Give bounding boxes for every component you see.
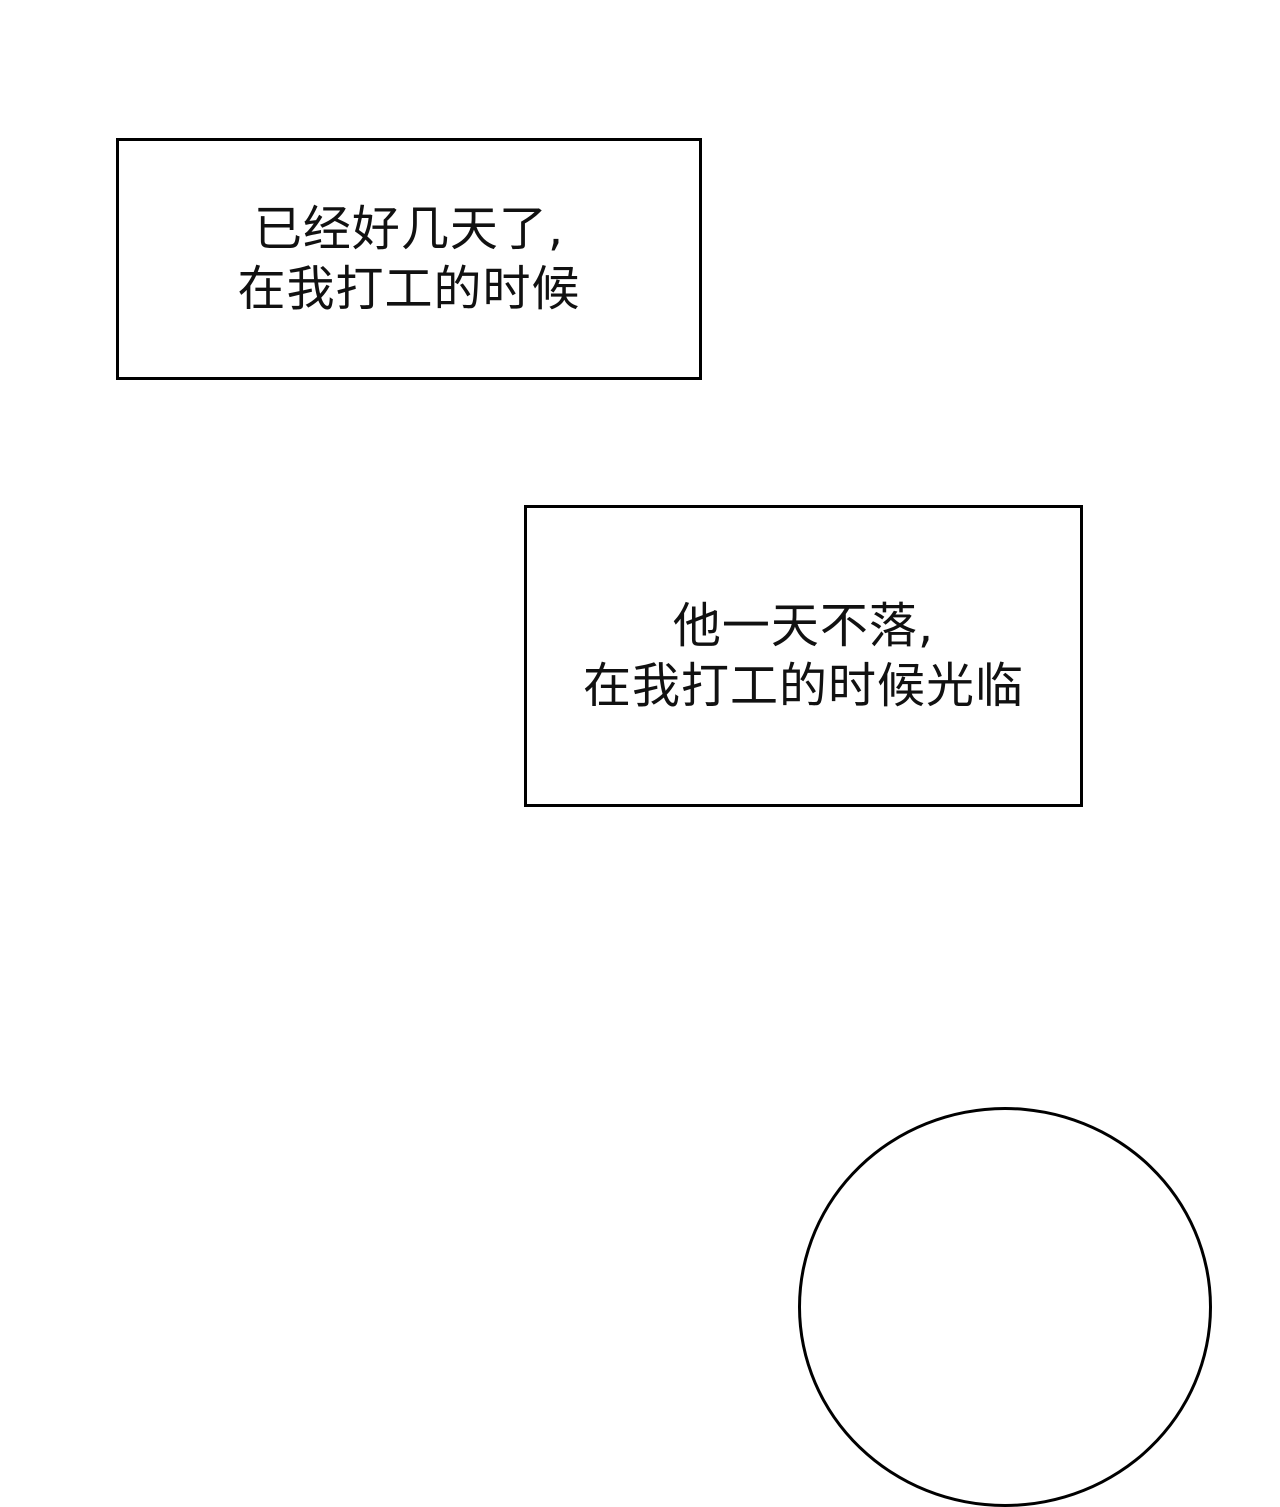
narration-box-1: 已经好几天了, 在我打工的时候	[116, 138, 702, 380]
narration-line: 在我打工的时候	[237, 261, 581, 317]
narration-line: 在我打工的时候光临	[582, 658, 1024, 714]
speech-bubble	[798, 1107, 1212, 1507]
narration-line: 他一天不落,	[672, 598, 935, 654]
narration-line: 已经好几天了,	[253, 201, 565, 257]
narration-box-2: 他一天不落, 在我打工的时候光临	[524, 505, 1083, 807]
